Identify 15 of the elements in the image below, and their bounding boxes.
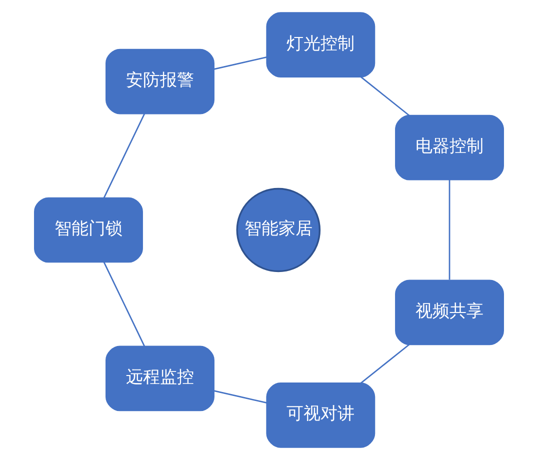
connector: [448, 180, 450, 280]
node-box: 可视对讲: [266, 382, 375, 448]
connector: [102, 262, 145, 347]
connector: [102, 113, 145, 198]
node-box: 视频共享: [394, 280, 504, 346]
node-box: 灯光控制: [266, 12, 375, 78]
node-box: 电器控制: [394, 114, 504, 180]
connector: [213, 390, 266, 404]
node-circle: 智能家居: [236, 188, 320, 272]
connector: [213, 56, 266, 70]
node-box: 远程监控: [105, 346, 214, 412]
connector: [360, 76, 410, 116]
node-box: 安防报警: [105, 48, 214, 114]
connector: [360, 344, 410, 384]
node-box: 智能门锁: [34, 197, 142, 263]
